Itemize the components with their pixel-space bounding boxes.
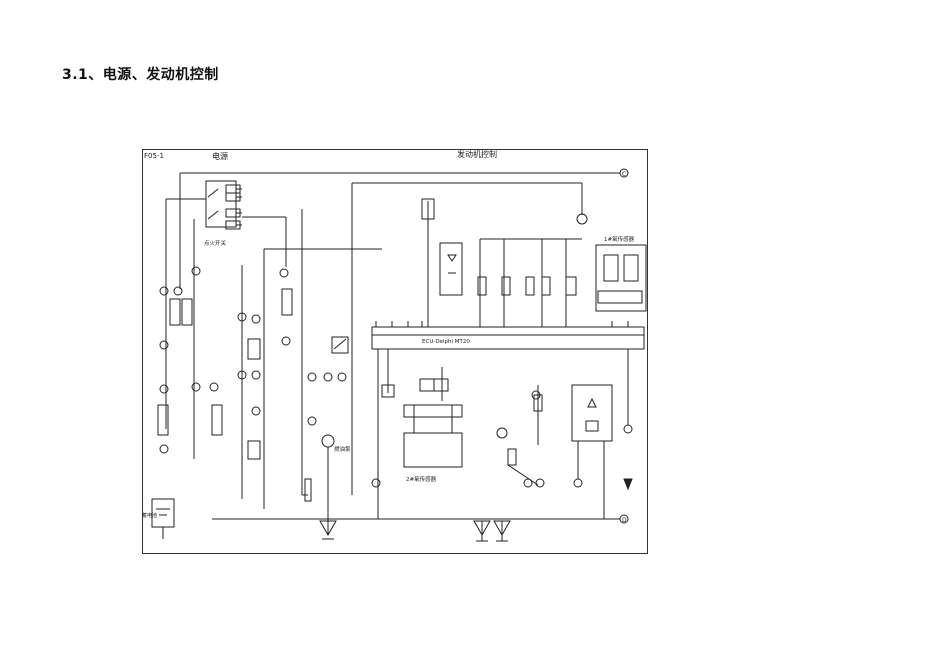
engine-section-title: 发动机控制	[457, 149, 497, 159]
page-heading: 3.1、电源、发动机控制	[62, 67, 219, 83]
terminal-d-label: D	[622, 517, 627, 524]
figure-code: F05-1	[144, 152, 164, 160]
fuel-pump-label: 燃油泵	[334, 445, 351, 453]
ecu-label: ECU-Delphi MT20	[422, 339, 470, 345]
terminal-c-label: C	[622, 171, 626, 178]
oxygen-sensor-2-label: 2#氧传感器	[406, 475, 437, 483]
battery-label: 蓄电池	[142, 512, 157, 519]
diagram-border	[142, 149, 648, 554]
wiring-diagram: F05-1 电源 发动机控制	[142, 149, 648, 554]
ignition-switch-label: 点火开关	[204, 239, 227, 247]
power-section-title: 电源	[212, 151, 228, 161]
oxygen-sensor-1-label: 1#氧传感器	[604, 235, 635, 243]
